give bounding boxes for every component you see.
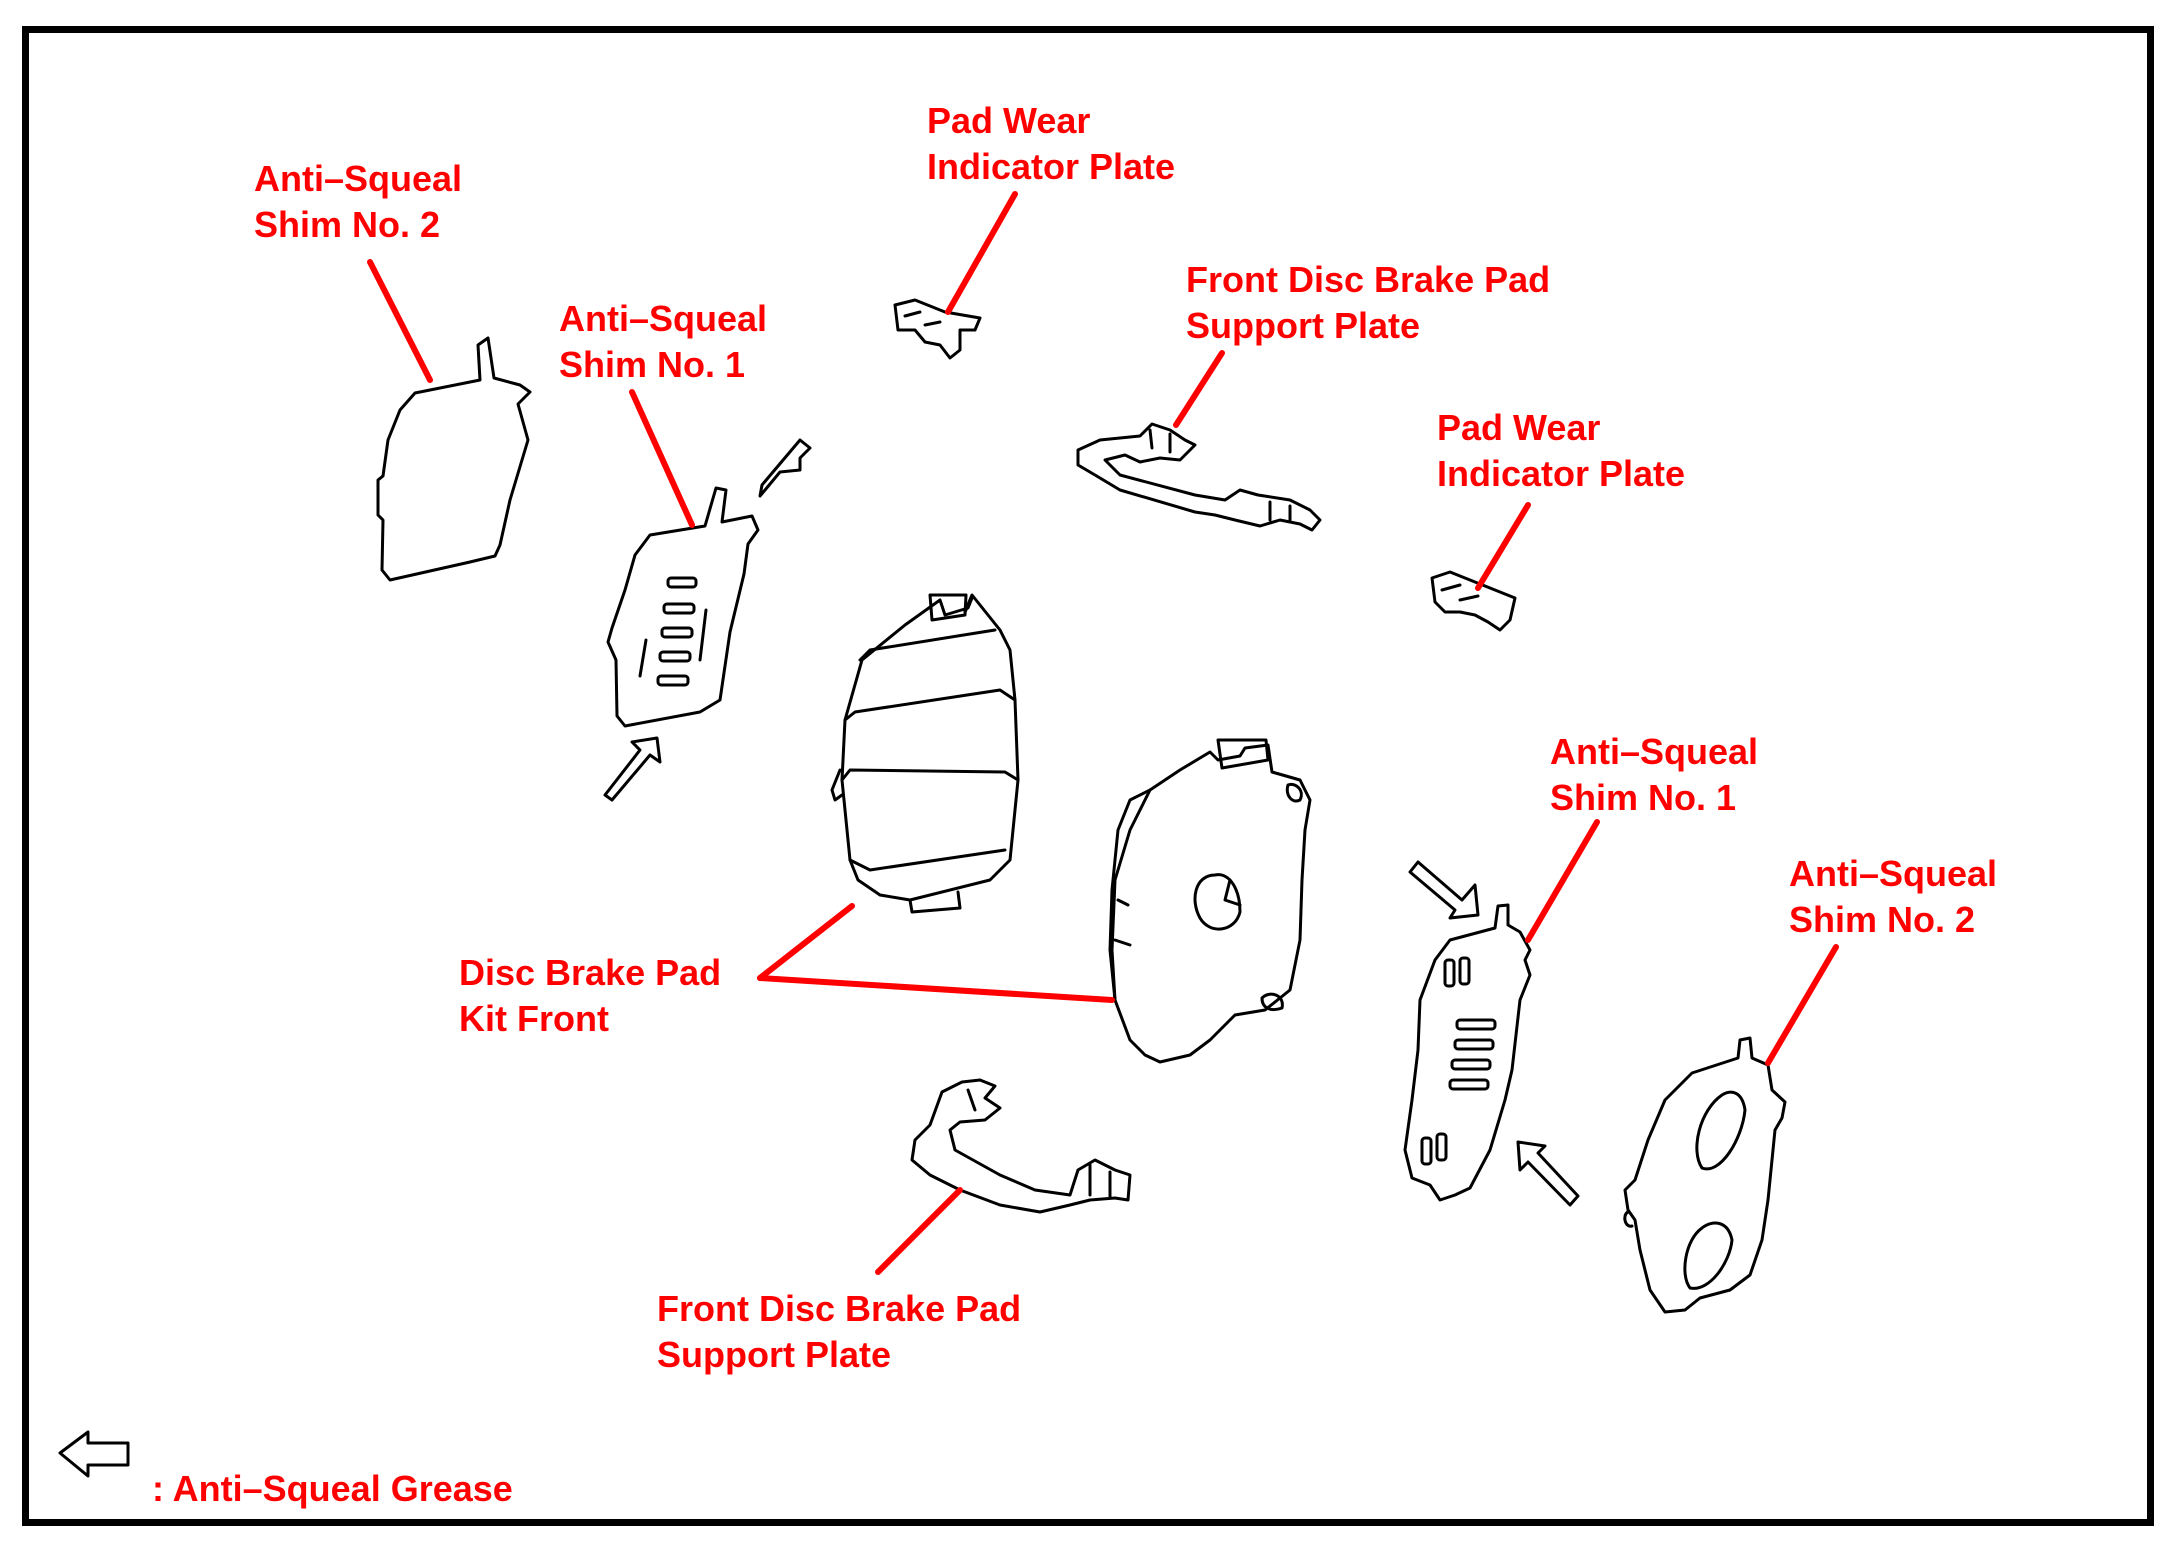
anti-squeal-shim-1-left <box>606 486 760 728</box>
pad-wear-indicator-plate-top <box>893 298 982 360</box>
grease-arrow-icon <box>603 736 662 802</box>
diagram-frame <box>22 26 2154 1526</box>
leader-line <box>1765 944 1839 1066</box>
leader-line <box>367 259 433 383</box>
disc-brake-pad-left <box>830 593 1020 914</box>
leader-line <box>945 191 1018 315</box>
anti-squeal-shim-2-right <box>1623 1036 1787 1314</box>
grease-arrow-icon <box>758 438 812 498</box>
grease-arrow-icon <box>1516 1140 1580 1207</box>
leader-line <box>1475 502 1531 591</box>
support-plate-bottom <box>910 1078 1132 1214</box>
leader-line <box>629 389 695 528</box>
leader-line <box>1525 819 1600 943</box>
legend-text: : Anti–Squeal Grease <box>152 1468 513 1509</box>
leader-line <box>757 903 855 981</box>
grease-arrow-icon <box>1408 860 1480 920</box>
anti-squeal-shim-1-right <box>1403 903 1532 1202</box>
leader-line <box>875 1187 963 1275</box>
pad-wear-indicator-plate-right <box>1430 570 1517 632</box>
leader-line <box>1173 350 1225 428</box>
anti-squeal-shim-2-left <box>376 336 532 582</box>
disc-brake-pad-right <box>1108 738 1312 1064</box>
support-plate-top <box>1076 422 1322 532</box>
hollow-arrow-icon <box>58 1430 130 1478</box>
leader-line <box>757 975 1115 1003</box>
